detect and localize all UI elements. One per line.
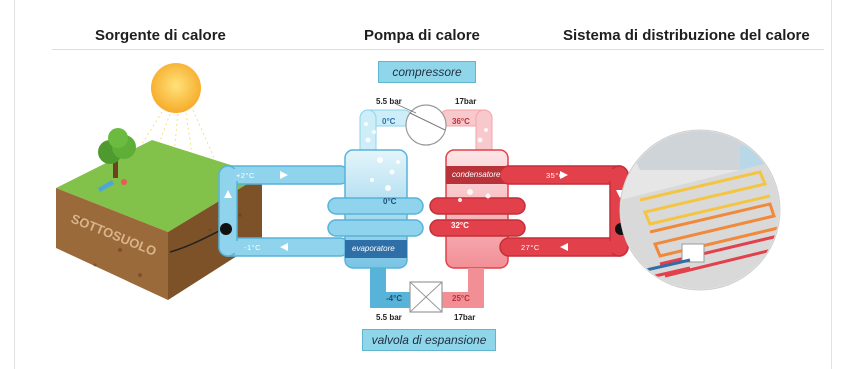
- source-loop-temp-bottom: -1°C: [244, 243, 262, 252]
- compressor-pressure-low: 5.5 bar: [376, 97, 402, 106]
- source-loop-temp-top: +2°C: [236, 171, 255, 180]
- compressor-label: compressore: [378, 61, 476, 83]
- valve-temp-out: -4°C: [386, 294, 403, 303]
- compressor-pressure-high: 17bar: [455, 97, 477, 106]
- floor-heating-room: [619, 129, 781, 291]
- distribution-loop-temp-top: 35°C: [546, 171, 565, 180]
- condenser-label: condensatore: [452, 170, 501, 179]
- compressor-temp-in: 0°C: [382, 117, 396, 126]
- frame-left-border: [14, 0, 15, 369]
- frame-right-border: [831, 0, 832, 369]
- ground-block: [56, 128, 262, 300]
- expansion-valve-icon: [409, 281, 443, 313]
- compressor-icon: [395, 103, 447, 146]
- valve-temp-in: 25°C: [452, 294, 470, 303]
- tree-icon: [98, 128, 136, 178]
- header-distribution-system: Sistema di distribuzione del calore: [563, 27, 810, 44]
- header-heat-source: Sorgente di calore: [95, 27, 226, 44]
- header-divider: [52, 49, 824, 50]
- evaporator-temp: 0°C: [383, 197, 397, 206]
- condenser-unit: [429, 109, 526, 308]
- header-heat-pump: Pompa di calore: [364, 27, 480, 44]
- deck-chair-icon: [98, 179, 127, 192]
- valve-pressure-low: 5.5 bar: [376, 313, 402, 322]
- valve-pressure-high: 17bar: [454, 313, 476, 322]
- evaporator-unit: [327, 109, 424, 308]
- expansion-valve-label: valvola di espansione: [362, 329, 496, 351]
- distribution-loop-temp-bottom: 27°C: [521, 243, 540, 252]
- source-loop: [218, 165, 350, 257]
- evaporator-label: evaporatore: [352, 244, 395, 253]
- compressor-temp-out: 36°C: [452, 117, 470, 126]
- condenser-temp: 32°C: [451, 221, 469, 230]
